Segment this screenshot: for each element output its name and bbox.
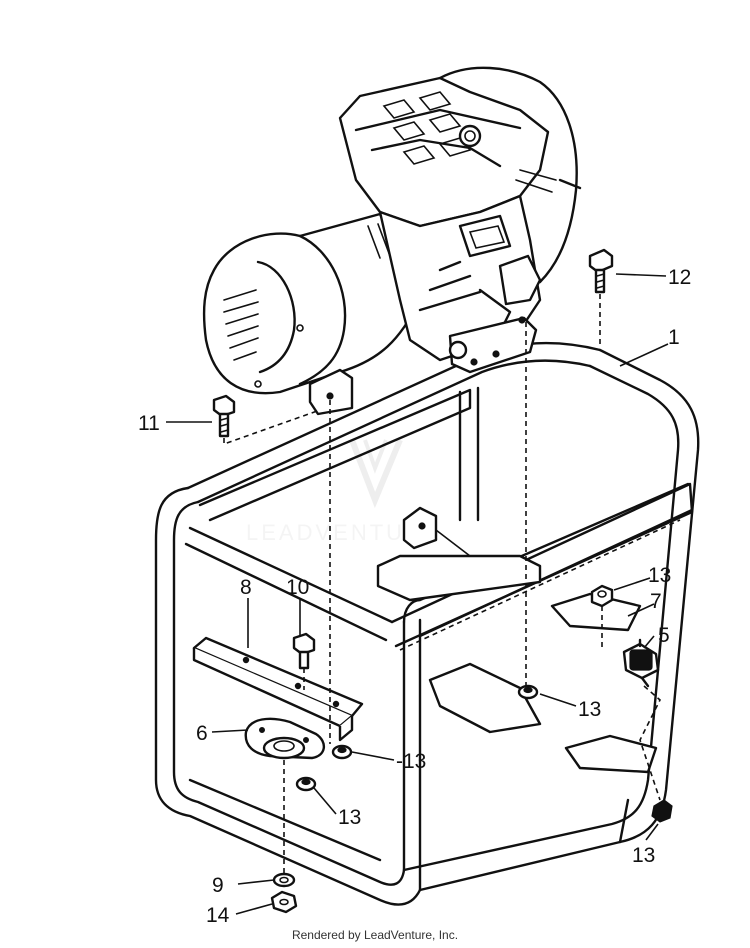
part-13-nut-upper <box>590 584 614 608</box>
callout-14: 14 <box>206 904 230 927</box>
part-13-nut-bottom-right <box>651 799 673 823</box>
part-13-nut-lower <box>295 776 317 792</box>
part-14-nut <box>270 890 298 914</box>
part-13-nut-middle <box>517 684 539 700</box>
footer-credit: Rendered by LeadVenture, Inc. <box>291 928 459 942</box>
callout-8: 8 <box>240 576 252 599</box>
callout-12: 12 <box>668 266 691 289</box>
part-6-foot-plate <box>244 717 325 760</box>
callout-5: 5 <box>658 624 670 647</box>
part-13-nut-left <box>331 744 353 760</box>
callout-13-bottom-right: 13 <box>632 844 655 867</box>
engine-body <box>338 66 582 374</box>
callout-9: 9 <box>212 874 224 897</box>
callout-13-middle: 13 <box>578 698 601 721</box>
callout-10: 10 <box>286 576 309 599</box>
part-5-vibration-mount <box>622 638 660 688</box>
part-11-bolt <box>212 394 236 438</box>
callout-6: 6 <box>196 722 208 745</box>
part-10-bolt <box>292 632 316 670</box>
callout-13-lower: 13 <box>338 806 361 829</box>
assembly-lines <box>223 294 661 876</box>
callout-11: 11 <box>138 412 160 435</box>
callout-13-upper: 13 <box>648 564 671 587</box>
callout-7: 7 <box>650 590 662 613</box>
frame <box>154 341 700 906</box>
part-9-washer <box>272 872 296 888</box>
leader-lines <box>166 273 669 915</box>
generator-body <box>202 212 422 416</box>
part-8-mount-rail <box>192 636 364 742</box>
part-12-bolt <box>588 248 614 294</box>
callout-1: 1 <box>668 326 680 349</box>
mount-bracket <box>376 506 542 602</box>
callout-13-left: -13 <box>396 750 426 773</box>
runner-right <box>428 592 658 774</box>
